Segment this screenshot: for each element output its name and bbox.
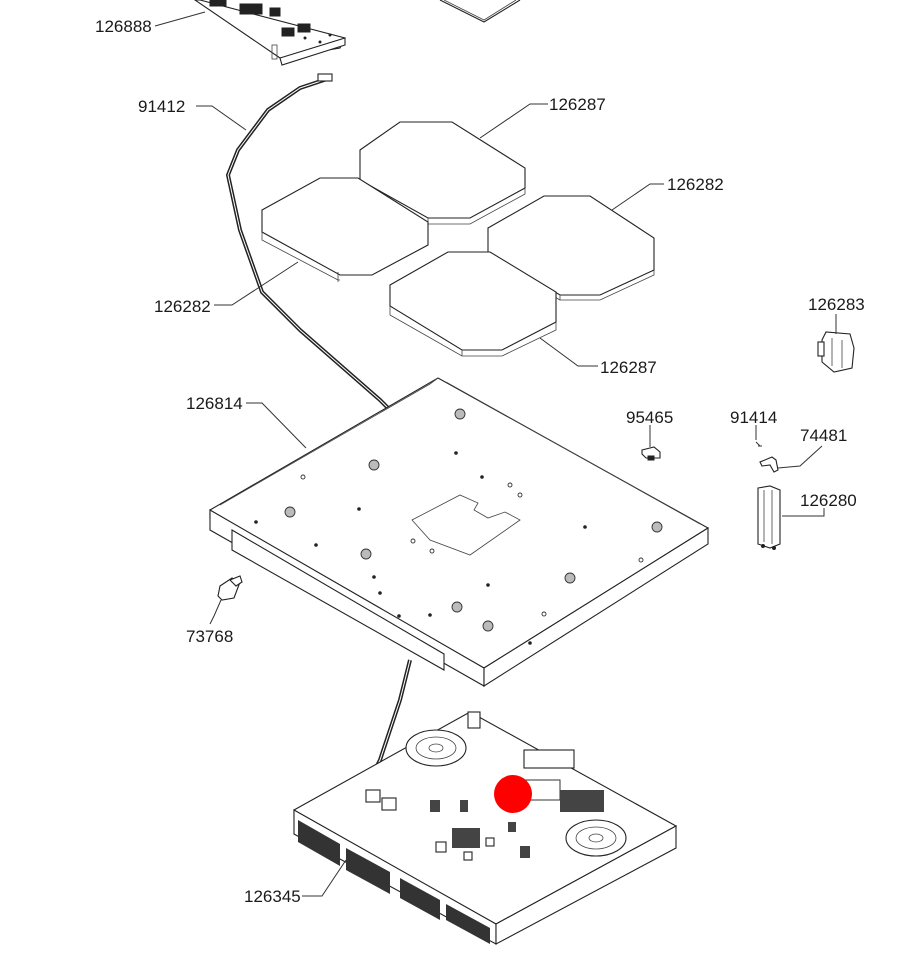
induction-coil-left-part[interactable]: [261, 177, 429, 282]
bracket-part[interactable]: [759, 456, 779, 473]
leader-126814: [246, 402, 307, 449]
leader-126282-right: [611, 183, 664, 211]
part-label-95465[interactable]: 95465: [626, 408, 674, 427]
screw-part[interactable]: [755, 441, 762, 447]
leader-126287-top: [479, 103, 548, 139]
part-label-73768[interactable]: 73768: [186, 627, 234, 646]
leader-126280: [782, 508, 825, 517]
induction-coil-top-part[interactable]: [359, 121, 526, 225]
vent-slats: [298, 820, 490, 944]
induction-coil-bottom-part[interactable]: [389, 251, 557, 357]
board-components: [365, 711, 604, 861]
part-label-126287-bottom[interactable]: 126287: [600, 358, 657, 377]
part-label-74481[interactable]: 74481: [800, 426, 848, 445]
part-label-91412[interactable]: 91412: [138, 97, 186, 116]
part-label-126280[interactable]: 126280: [800, 491, 857, 510]
leader-91412: [196, 105, 247, 131]
spring-clip-part[interactable]: [217, 575, 243, 601]
part-label-126814[interactable]: 126814: [186, 394, 243, 413]
control-board-part[interactable]: [194, 0, 346, 66]
plate-holes: [254, 451, 644, 645]
cooling-fan-left: [405, 729, 467, 767]
plate-mounting-bosses: [284, 408, 663, 632]
cooling-fan-right: [565, 819, 627, 857]
power-board-housing-part[interactable]: [293, 711, 678, 945]
part-label-126345[interactable]: 126345: [244, 887, 301, 906]
coil-support-plate-part[interactable]: [209, 377, 710, 687]
part-label-126283[interactable]: 126283: [808, 295, 865, 314]
clip-connector-part[interactable]: [817, 331, 855, 373]
leader-126888: [154, 11, 206, 27]
part-label-126287-top[interactable]: 126287: [549, 95, 606, 114]
leader-73768: [209, 599, 222, 625]
part-label-126888[interactable]: 126888: [95, 17, 152, 36]
leader-126282-left: [214, 261, 299, 306]
glass-panel-fragment: [439, 0, 521, 23]
mounting-clip-part[interactable]: [641, 446, 661, 461]
leader-126287-bottom: [539, 337, 598, 367]
part-label-126282-right[interactable]: 126282: [667, 175, 724, 194]
part-label-91414[interactable]: 91414: [730, 408, 778, 427]
hotspot-marker[interactable]: [494, 775, 532, 813]
leader-126345: [302, 859, 347, 897]
side-bracket-part[interactable]: [757, 485, 781, 550]
part-label-126282-left[interactable]: 126282: [154, 297, 211, 316]
leader-74481: [777, 445, 823, 469]
